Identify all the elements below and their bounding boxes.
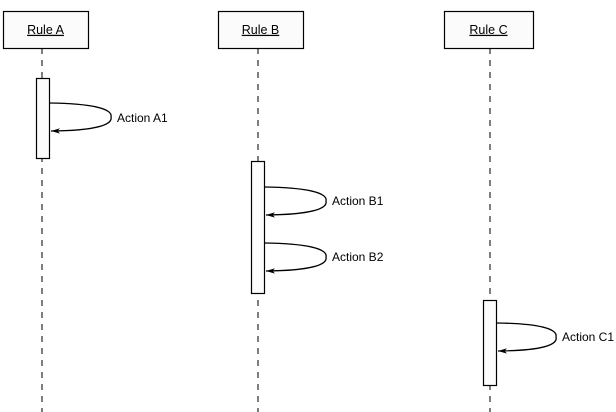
messages-layer bbox=[48, 102, 557, 354]
message-label-action-c1: Action C1 bbox=[562, 330, 614, 344]
self-message-action-b1[interactable] bbox=[263, 186, 327, 218]
participant-box-rule-a[interactable] bbox=[2, 10, 90, 50]
activation-bar-rule-b[interactable] bbox=[250, 160, 266, 295]
activations-layer bbox=[35, 77, 498, 387]
self-message-action-b2[interactable] bbox=[263, 242, 327, 274]
participant-box-rule-c[interactable] bbox=[443, 10, 535, 50]
message-label-action-b2: Action B2 bbox=[332, 250, 384, 264]
participant-label-rule-a: Rule A bbox=[27, 23, 64, 37]
message-label-action-a1: Action A1 bbox=[117, 111, 168, 125]
participant-label-rule-b: Rule B bbox=[242, 23, 280, 37]
lifelines-layer bbox=[2, 10, 535, 412]
activation-bar-rule-c[interactable] bbox=[482, 299, 498, 387]
activation-bar-rule-a[interactable] bbox=[35, 77, 51, 160]
participant-box-rule-b[interactable] bbox=[217, 10, 305, 50]
labels-layer: Rule A Rule B Rule C Action A1 Action B1 Acti… bbox=[27, 23, 614, 344]
message-label-action-b1: Action B1 bbox=[332, 194, 384, 208]
participant-label-rule-c: Rule C bbox=[469, 23, 507, 37]
self-message-action-c1[interactable] bbox=[495, 322, 557, 354]
self-message-action-a1[interactable] bbox=[48, 102, 112, 134]
